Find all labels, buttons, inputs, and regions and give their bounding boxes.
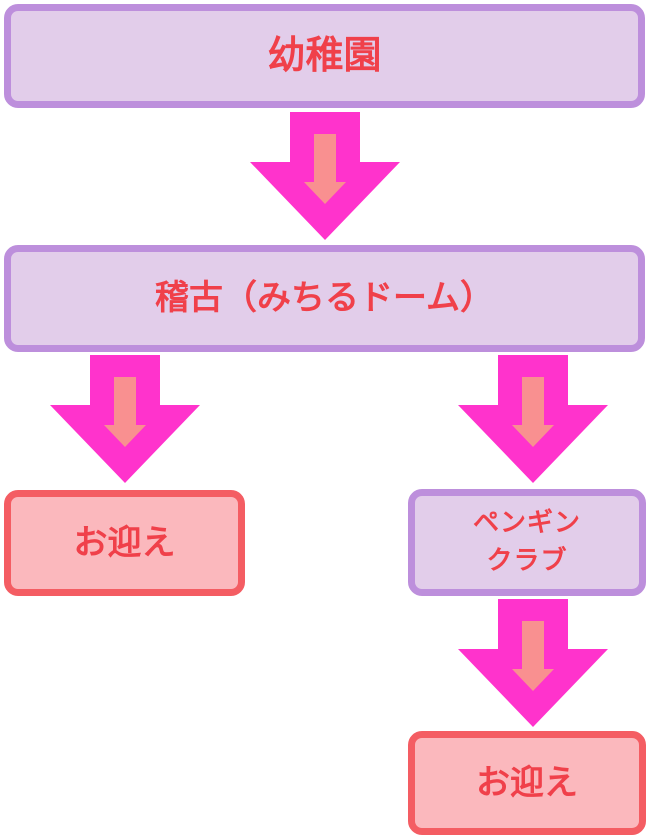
node-penguin-club-line2: クラブ (486, 545, 568, 576)
node-lesson: 稽古（みちるドーム） (4, 245, 645, 352)
node-penguin-club-text: ペンギン クラブ (473, 508, 581, 576)
node-kindergarten: 幼稚園 (4, 4, 645, 108)
arrow-lesson-to-pickup-left (50, 355, 200, 483)
arrow-penguin-club-to-pickup-right (458, 599, 608, 727)
node-kindergarten-label: 幼稚園 (267, 33, 382, 78)
node-pickup-left: お迎え (4, 490, 245, 596)
node-pickup-left-label: お迎え (73, 522, 176, 563)
node-lesson-label: 稽古（みちるドーム） (155, 278, 494, 319)
node-pickup-right-label: お迎え (476, 762, 578, 803)
node-pickup-right: お迎え (408, 731, 646, 835)
node-penguin-club: ペンギン クラブ (408, 489, 646, 596)
arrow-kindergarten-to-lesson (250, 112, 400, 240)
node-penguin-club-line1: ペンギン (472, 508, 581, 539)
arrow-lesson-to-penguin-club (458, 355, 608, 483)
